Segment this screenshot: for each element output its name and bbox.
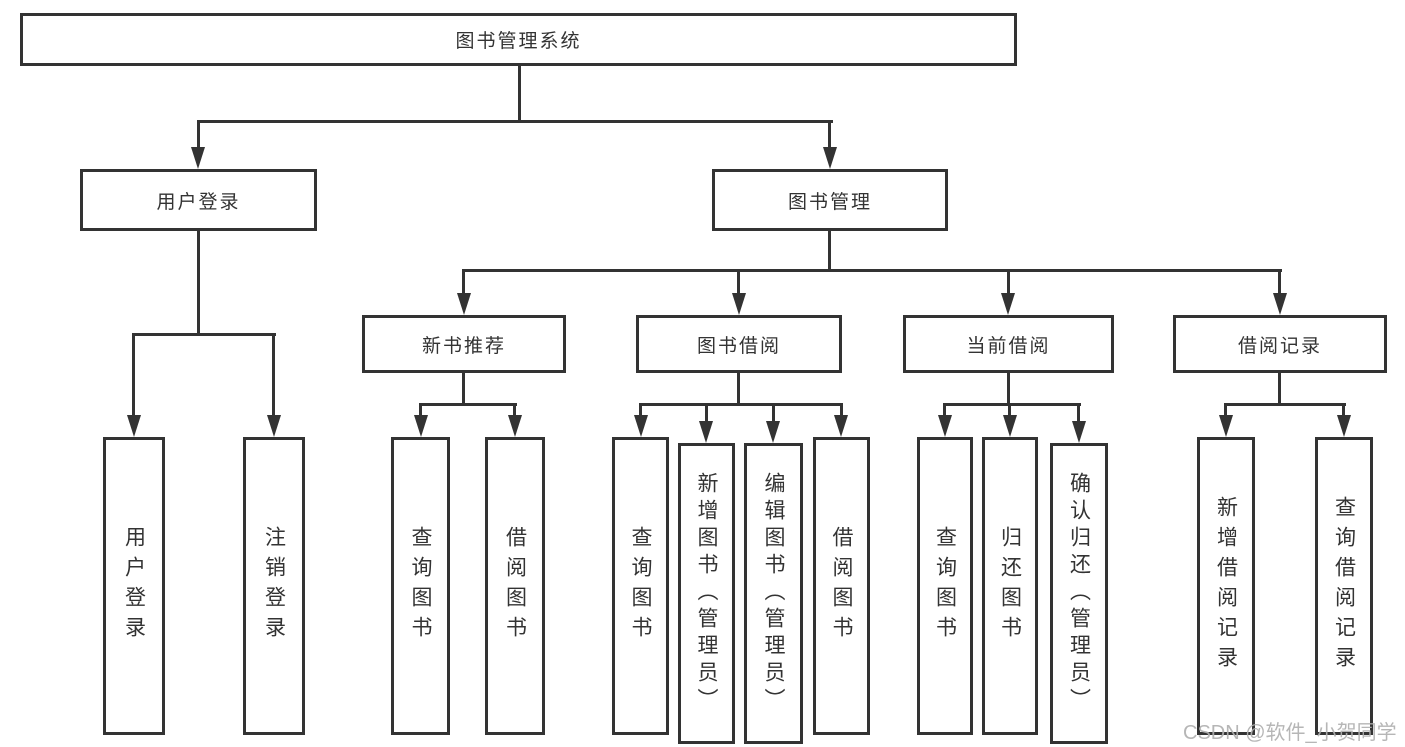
- connector-drop-leaf: [772, 403, 775, 423]
- connector-book-management-stem: [828, 229, 831, 271]
- leaf-borrow-books-recommend-label: 借阅图书: [503, 526, 527, 646]
- arrow-down-icon: [127, 415, 141, 437]
- leaf-query-books-borrow-label: 查询图书: [629, 526, 652, 646]
- arrow-down-icon: [414, 415, 428, 437]
- leaf-query-borrow-record-label: 查询借阅记录: [1332, 496, 1356, 676]
- connector-records-hbar: [1224, 403, 1346, 406]
- leaf-borrow-books: 借阅图书: [813, 437, 870, 735]
- connector-current-hbar: [943, 403, 1081, 406]
- node-book-management-label: 图书管理: [787, 191, 872, 213]
- connector-drop-leaf: [1224, 403, 1227, 417]
- node-book-borrow-label: 图书借阅: [696, 335, 781, 357]
- connector-drop-book-management: [828, 120, 831, 149]
- connector-recommend-hbar: [419, 403, 517, 406]
- connector-drop-leaf: [840, 403, 843, 417]
- leaf-add-book-admin-label: 新增图书（管理员）: [695, 472, 718, 715]
- csdn-watermark: CSDN @软件_小贺同学: [1183, 722, 1397, 744]
- arrow-down-icon: [823, 147, 837, 169]
- leaf-add-book-admin: 新增图书（管理员）: [678, 443, 735, 744]
- leaf-logout-label: 注销登录: [262, 526, 286, 646]
- arrow-down-icon: [634, 415, 648, 437]
- node-current-borrow-label: 当前借阅: [966, 335, 1051, 357]
- arrow-down-icon: [1219, 415, 1233, 437]
- node-user-login-label: 用户登录: [156, 191, 241, 213]
- connector-drop-leaf-user-login: [132, 333, 135, 417]
- leaf-user-login: 用户登录: [103, 437, 165, 735]
- connector-root-stem: [518, 64, 521, 122]
- connector-drop-book-borrow: [737, 269, 740, 295]
- leaf-logout: 注销登录: [243, 437, 305, 735]
- connector-drop-new-book-recommend: [462, 269, 465, 295]
- arrow-down-icon: [457, 293, 471, 315]
- leaf-borrow-books-label: 借阅图书: [830, 526, 853, 646]
- node-borrow-records: 借阅记录: [1173, 315, 1387, 373]
- leaf-query-books-recommend: 查询图书: [391, 437, 450, 735]
- leaf-confirm-return-admin: 确认归还（管理员）: [1050, 443, 1108, 744]
- connector-records-stem: [1278, 371, 1281, 405]
- leaf-query-books-recommend-label: 查询图书: [409, 526, 432, 646]
- node-book-management: 图书管理: [712, 169, 948, 231]
- connector-drop-leaf: [513, 403, 516, 417]
- arrow-down-icon: [1001, 293, 1015, 315]
- leaf-confirm-return-admin-label: 确认归还（管理员）: [1067, 472, 1091, 715]
- node-book-borrow: 图书借阅: [636, 315, 842, 373]
- connector-root-hbar: [197, 120, 833, 123]
- node-library-system: 图书管理系统: [20, 13, 1017, 66]
- arrow-down-icon: [1003, 415, 1017, 437]
- leaf-edit-book-admin-label: 编辑图书（管理员）: [762, 472, 785, 715]
- leaf-return-book-label: 归还图书: [998, 526, 1022, 646]
- arrow-down-icon: [1337, 415, 1351, 437]
- connector-drop-leaf-logout: [272, 333, 275, 417]
- arrow-down-icon: [732, 293, 746, 315]
- leaf-add-borrow-record: 新增借阅记录: [1197, 437, 1255, 735]
- arrow-down-icon: [191, 147, 205, 169]
- leaf-query-books-current: 查询图书: [917, 437, 973, 735]
- connector-user-login-hbar: [132, 333, 276, 336]
- connector-book-management-hbar: [462, 269, 1282, 272]
- arrow-down-icon: [834, 415, 848, 437]
- connector-drop-leaf: [639, 403, 642, 417]
- arrow-down-icon: [1273, 293, 1287, 315]
- node-current-borrow: 当前借阅: [903, 315, 1114, 373]
- connector-drop-leaf: [1008, 403, 1011, 417]
- arrow-down-icon: [699, 421, 713, 443]
- connector-drop-borrow-records: [1278, 269, 1281, 295]
- leaf-query-borrow-record: 查询借阅记录: [1315, 437, 1373, 735]
- connector-recommend-stem: [462, 371, 465, 405]
- connector-drop-current-borrow: [1007, 269, 1010, 295]
- arrow-down-icon: [1072, 421, 1086, 443]
- arrow-down-icon: [267, 415, 281, 437]
- node-new-book-recommend: 新书推荐: [362, 315, 566, 373]
- leaf-return-book: 归还图书: [982, 437, 1038, 735]
- node-user-login: 用户登录: [80, 169, 317, 231]
- connector-drop-leaf: [1077, 403, 1080, 423]
- arrow-down-icon: [508, 415, 522, 437]
- connector-drop-leaf: [1342, 403, 1345, 417]
- arrow-down-icon: [938, 415, 952, 437]
- arrow-down-icon: [766, 421, 780, 443]
- connector-borrow-stem: [737, 371, 740, 405]
- leaf-query-books-borrow: 查询图书: [612, 437, 669, 735]
- leaf-query-books-current-label: 查询图书: [933, 526, 957, 646]
- leaf-edit-book-admin: 编辑图书（管理员）: [744, 443, 803, 744]
- connector-drop-leaf: [943, 403, 946, 417]
- connector-drop-user-login: [197, 120, 200, 149]
- connector-borrow-hbar: [639, 403, 843, 406]
- leaf-add-borrow-record-label: 新增借阅记录: [1214, 496, 1238, 676]
- node-new-book-recommend-label: 新书推荐: [421, 335, 506, 357]
- connector-drop-leaf: [419, 403, 422, 417]
- node-library-system-label: 图书管理系统: [455, 31, 582, 52]
- leaf-borrow-books-recommend: 借阅图书: [485, 437, 545, 735]
- leaf-user-login-label: 用户登录: [122, 526, 146, 646]
- connector-user-login-stem: [197, 229, 200, 335]
- connector-drop-leaf: [705, 403, 708, 423]
- node-borrow-records-label: 借阅记录: [1237, 335, 1322, 357]
- connector-current-stem: [1007, 371, 1010, 405]
